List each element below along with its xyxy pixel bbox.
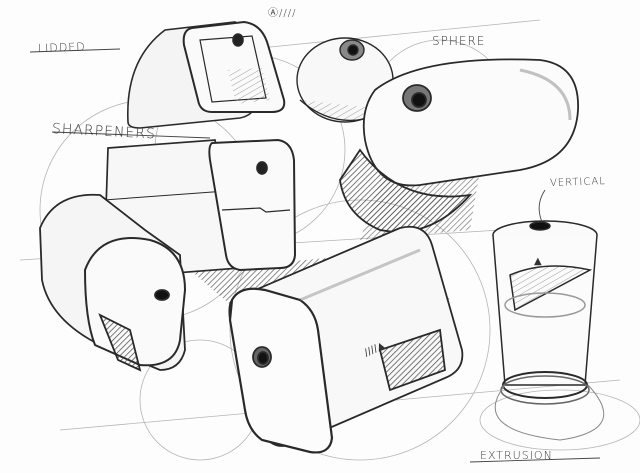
label-sphere: SPHERE <box>432 34 486 48</box>
label-extrusion: EXTRUSION <box>480 449 553 462</box>
triangle-logo-icon: ▲ <box>534 256 542 267</box>
vertical-sharpener <box>492 220 605 441</box>
label-signature: Ⓐ//// <box>268 8 297 19</box>
sphere-sharpener-large <box>339 58 579 233</box>
label-lidded: LIDDED <box>37 40 86 55</box>
label-vertical: VERTICAL <box>549 176 607 189</box>
lidded-sharpener <box>127 20 286 129</box>
extrusion-sharpener <box>228 225 464 454</box>
leader-lines <box>29 48 601 463</box>
cylinder-sharpener <box>39 193 187 372</box>
